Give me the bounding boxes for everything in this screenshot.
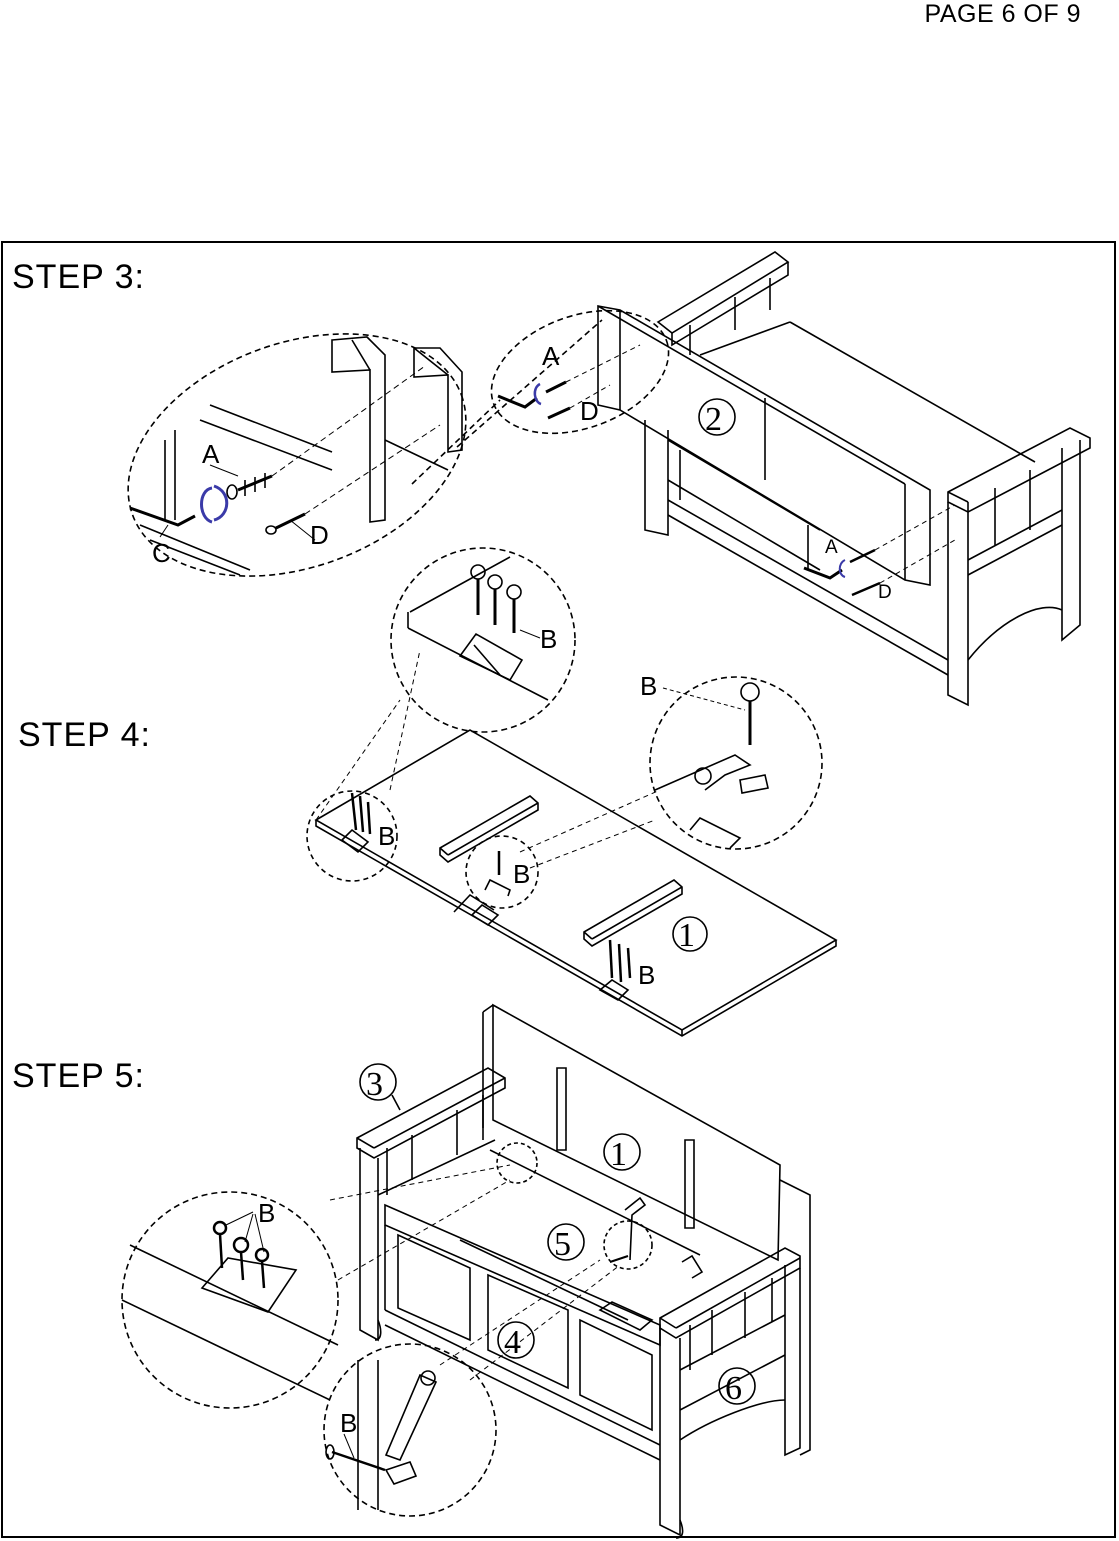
label-d-bench: D <box>878 582 892 603</box>
lid-board-step4 <box>314 729 838 1037</box>
label-d-small: D <box>580 396 599 426</box>
detail-callout-hinge <box>390 547 576 733</box>
part-6-number: 6 <box>725 1370 742 1407</box>
step-5-title: STEP 5: <box>12 1057 145 1095</box>
part-1-marker-step5 <box>603 1133 641 1171</box>
label-b-lid-left: B <box>378 821 395 851</box>
label-d: D <box>310 520 329 550</box>
lid-support-icon <box>384 1373 438 1461</box>
screw-icon <box>265 512 306 535</box>
label-a-small: A <box>542 341 560 371</box>
part-5-number: 5 <box>554 1226 571 1263</box>
part-1-number-step5: 1 <box>610 1136 627 1173</box>
part-1-marker-step4 <box>672 916 708 952</box>
part-1-number-step4: 1 <box>678 917 695 954</box>
part-6-marker <box>718 1367 756 1405</box>
detail-callout-lid-support <box>649 676 823 850</box>
lid-support-icon <box>654 754 752 791</box>
detail-callout-step3-right <box>490 309 670 435</box>
label-a: A <box>202 439 220 469</box>
screw-icon <box>470 564 522 633</box>
part-2-number: 2 <box>705 401 722 438</box>
part-4-marker <box>497 1321 535 1359</box>
label-a-bench: A <box>825 537 838 558</box>
screw-icon <box>212 1220 270 1289</box>
label-b-step5-hinge: B <box>258 1198 275 1228</box>
label-c: C <box>152 538 171 568</box>
detail-callout-step5-hinge <box>121 1191 339 1409</box>
part-2-marker <box>698 398 736 436</box>
hinge-icon <box>458 632 524 682</box>
step-4-title: STEP 4: <box>18 716 151 754</box>
part-3-number: 3 <box>366 1066 383 1103</box>
page-number: PAGE 6 OF 9 <box>924 0 1081 28</box>
part-3-marker <box>359 1063 397 1101</box>
label-b-lid-mid: B <box>513 859 530 889</box>
hinge-icon <box>200 1257 298 1313</box>
instruction-frame <box>1 241 1116 1538</box>
allen-key-icon <box>129 506 196 527</box>
part-4-number: 4 <box>504 1324 521 1361</box>
label-b-lid-right: B <box>638 960 655 990</box>
step-3-title: STEP 3: <box>12 258 145 296</box>
label-b-step5-support: B <box>340 1408 357 1438</box>
bench-assembled-step5 <box>356 1003 811 1539</box>
part-5-marker <box>547 1223 585 1261</box>
bench-frame-step3 <box>597 251 1091 707</box>
bolt-icon <box>226 473 273 500</box>
detail-callout-step5-support <box>323 1343 497 1517</box>
step3-detail-left <box>139 336 463 576</box>
label-b-support: B <box>640 671 657 701</box>
detail-callout-step3-left <box>127 333 467 577</box>
label-b-hinge: B <box>540 624 557 654</box>
